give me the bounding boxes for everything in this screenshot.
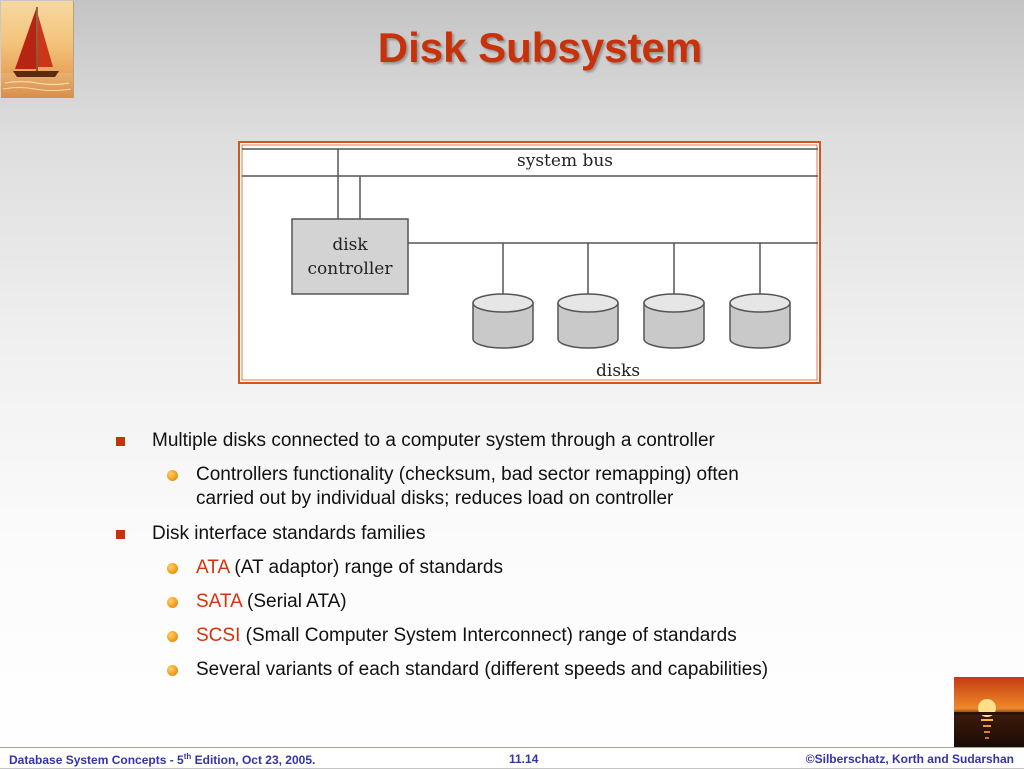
footer-copyright: ©Silberschatz, Korth and Sudarshan — [805, 752, 1014, 766]
bullet-2-2-text: (Serial ATA) — [241, 591, 347, 612]
bullet-1-1-line1: Controllers functionality (checksum, bad… — [196, 464, 739, 485]
disks-group — [472, 243, 791, 349]
footer-page-number: 11.14 — [509, 752, 539, 766]
term-ata: ATA — [196, 557, 230, 578]
footer-left-suffix: Edition, Oct 23, 2005. — [191, 753, 316, 767]
system-bus-label: system bus — [517, 151, 613, 171]
controller-label-line1: disk — [332, 235, 368, 255]
term-scsi: SCSI — [196, 625, 241, 646]
bullet-2-4: Several variants of each standard (diffe… — [167, 658, 769, 682]
footer-left-prefix: Database System Concepts - 5 — [9, 753, 184, 767]
disk-3 — [643, 243, 705, 349]
round-bullet-icon — [167, 563, 178, 574]
disk-4 — [729, 243, 791, 349]
disk-1 — [472, 243, 534, 349]
round-bullet-icon — [167, 597, 178, 608]
bullet-2-text: Disk interface standards families — [152, 523, 426, 544]
bullet-2-2: SATA (Serial ATA) — [167, 590, 347, 614]
disks-label: disks — [596, 361, 640, 381]
bullet-2: Disk interface standards families — [116, 522, 426, 546]
disk-subsystem-diagram: system bus disk controller disks — [238, 141, 821, 384]
bullet-1-1: Controllers functionality (checksum, bad… — [167, 463, 739, 511]
bullet-1-1-line2: carried out by individual disks; reduces… — [196, 488, 674, 509]
sailboat-logo-image — [1, 1, 74, 98]
bullet-2-3-text: (Small Computer System Interconnect) ran… — [240, 625, 737, 646]
square-bullet-icon — [116, 530, 125, 539]
sunset-logo-image — [954, 677, 1024, 747]
slide-footer: Database System Concepts - 5th Edition, … — [0, 747, 1024, 769]
round-bullet-icon — [167, 665, 178, 676]
disk-2 — [557, 243, 619, 349]
bullet-2-1: ATA (AT adaptor) range of standards — [167, 556, 503, 580]
bullet-1: Multiple disks connected to a computer s… — [116, 429, 715, 453]
term-sata: SATA — [196, 591, 242, 612]
controller-label-line2: controller — [308, 259, 394, 279]
round-bullet-icon — [167, 631, 178, 642]
square-bullet-icon — [116, 437, 125, 446]
round-bullet-icon — [167, 470, 178, 481]
bullet-2-1-text: (AT adaptor) range of standards — [229, 557, 503, 578]
bullet-1-text: Multiple disks connected to a computer s… — [152, 430, 715, 451]
footer-left: Database System Concepts - 5th Edition, … — [9, 752, 315, 767]
disk-controller-box — [291, 218, 409, 295]
bullet-2-3: SCSI (Small Computer System Interconnect… — [167, 624, 737, 648]
bullet-2-4-text: Several variants of each standard (diffe… — [196, 659, 769, 680]
footer-left-sup: th — [183, 752, 192, 761]
slide-title: Disk Subsystem — [377, 24, 703, 71]
